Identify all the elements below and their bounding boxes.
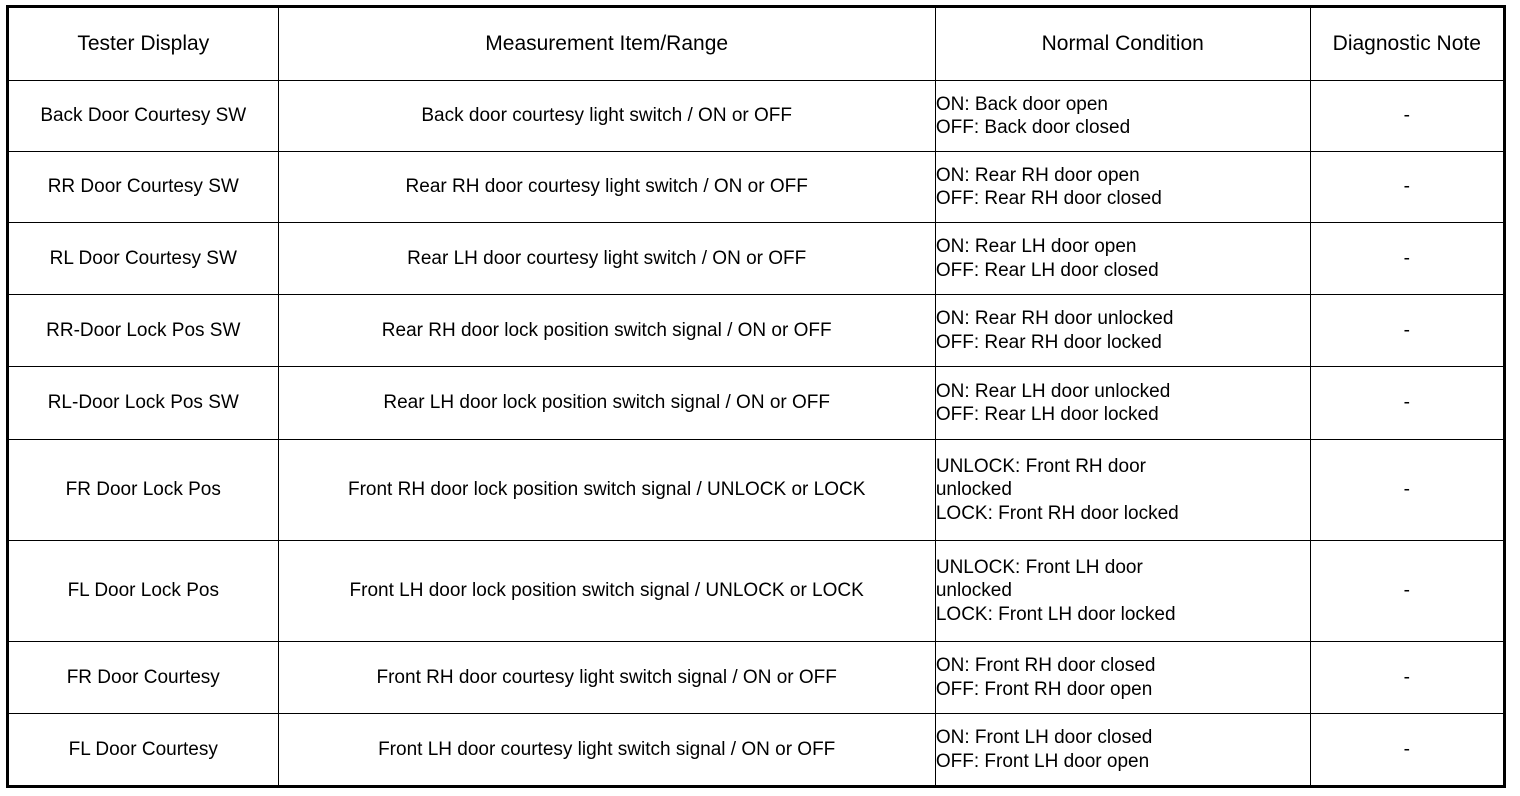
cell-diagnostic-note: - (1309, 713, 1506, 788)
cell-tester-display: RL Door Courtesy SW (7, 222, 279, 295)
cell-diagnostic-note: - (1309, 294, 1506, 367)
table-row: FL Door Courtesy Front LH door courtesy … (7, 713, 1506, 788)
cell-diagnostic-note: - (1309, 151, 1506, 223)
normal-condition-line: OFF: Rear LH door locked (935, 404, 1159, 425)
cell-tester-display: FL Door Courtesy (7, 713, 279, 788)
normal-condition-line: OFF: Rear RH door locked (935, 331, 1162, 353)
normal-condition-line: OFF: Front LH door open (935, 750, 1150, 772)
cell-normal-condition: ON: Rear RH door open OFF: Rear RH door … (934, 151, 1311, 223)
table-body: Back Door Courtesy SW Back door courtesy… (7, 80, 1506, 788)
normal-condition-line: LOCK: Front RH door locked (935, 502, 1179, 524)
data-list-table-container: Tester Display Measurement Item/Range No… (6, 5, 1506, 791)
normal-condition-line: ON: Rear RH door unlocked (935, 308, 1174, 330)
cell-measurement-item-range: Front RH door lock position switch signa… (277, 439, 936, 541)
table-row: RL-Door Lock Pos SW Rear LH door lock po… (7, 366, 1506, 440)
cell-tester-display: FR Door Courtesy (7, 641, 279, 714)
normal-condition-line: ON: Front RH door closed (935, 655, 1156, 677)
normal-condition-line: LOCK: Front LH door locked (935, 603, 1176, 625)
cell-normal-condition: ON: Front LH door closed OFF: Front LH d… (934, 713, 1311, 788)
cell-tester-display: FR Door Lock Pos (7, 439, 279, 541)
cell-normal-condition: ON: Rear LH door open OFF: Rear LH door … (934, 222, 1311, 295)
data-list-table: Tester Display Measurement Item/Range No… (6, 5, 1506, 788)
column-header-measurement-item-range: Measurement Item/Range (277, 6, 936, 81)
cell-normal-condition: UNLOCK: Front LH door unlocked LOCK: Fro… (934, 540, 1311, 642)
cell-diagnostic-note: - (1309, 222, 1506, 295)
table-row: FL Door Lock Pos Front LH door lock posi… (7, 540, 1506, 642)
normal-condition-line: OFF: Front RH door open (935, 678, 1153, 700)
normal-condition-line: unlocked (935, 580, 1012, 602)
normal-condition-line: OFF: Rear LH door closed (935, 259, 1159, 281)
table-row: FR Door Lock Pos Front RH door lock posi… (7, 439, 1506, 541)
normal-condition-line: ON: Rear LH door open (935, 236, 1137, 258)
table-header-row: Tester Display Measurement Item/Range No… (7, 6, 1506, 81)
cell-diagnostic-note: - (1309, 439, 1506, 541)
cell-diagnostic-note: - (1309, 80, 1506, 152)
cell-normal-condition: ON: Rear RH door unlocked OFF: Rear RH d… (934, 294, 1311, 367)
normal-condition-line: OFF: Back door closed (935, 117, 1131, 138)
cell-diagnostic-note: - (1309, 540, 1506, 642)
cell-measurement-item-range: Front LH door courtesy light switch sign… (277, 713, 936, 788)
normal-condition-line: UNLOCK: Front LH door (935, 557, 1143, 579)
cell-tester-display: RR Door Courtesy SW (7, 151, 279, 223)
normal-condition-line: ON: Rear RH door open (935, 164, 1140, 186)
normal-condition-line: unlocked (935, 479, 1012, 501)
cell-measurement-item-range: Front LH door lock position switch signa… (277, 540, 936, 642)
column-header-tester-display: Tester Display (7, 6, 279, 81)
normal-condition-line: ON: Back door open (935, 93, 1108, 115)
column-header-normal-condition: Normal Condition (934, 6, 1311, 81)
cell-measurement-item-range: Rear RH door courtesy light switch / ON … (277, 151, 936, 223)
normal-condition-line: ON: Rear LH door unlocked (935, 380, 1171, 402)
normal-condition-line: ON: Front LH door closed (935, 727, 1153, 749)
cell-measurement-item-range: Rear LH door courtesy light switch / ON … (277, 222, 936, 295)
cell-diagnostic-note: - (1309, 366, 1506, 440)
cell-normal-condition: ON: Rear LH door unlocked OFF: Rear LH d… (934, 366, 1311, 440)
cell-tester-display: Back Door Courtesy SW (7, 80, 279, 152)
table-row: RL Door Courtesy SW Rear LH door courtes… (7, 222, 1506, 295)
table-row: FR Door Courtesy Front RH door courtesy … (7, 641, 1506, 714)
cell-normal-condition: UNLOCK: Front RH door unlocked LOCK: Fro… (934, 439, 1311, 541)
cell-tester-display: RL-Door Lock Pos SW (7, 366, 279, 440)
column-header-diagnostic-note: Diagnostic Note (1309, 6, 1506, 81)
cell-measurement-item-range: Rear RH door lock position switch signal… (277, 294, 936, 367)
table-row: RR Door Courtesy SW Rear RH door courtes… (7, 151, 1506, 223)
cell-diagnostic-note: - (1309, 641, 1506, 714)
cell-normal-condition: ON: Front RH door closed OFF: Front RH d… (934, 641, 1311, 714)
cell-measurement-item-range: Back door courtesy light switch / ON or … (277, 80, 936, 152)
normal-condition-line: UNLOCK: Front RH door (935, 456, 1146, 478)
normal-condition-line: OFF: Rear RH door closed (935, 188, 1162, 209)
table-header: Tester Display Measurement Item/Range No… (7, 6, 1506, 81)
table-row: RR-Door Lock Pos SW Rear RH door lock po… (7, 294, 1506, 367)
cell-measurement-item-range: Rear LH door lock position switch signal… (277, 366, 936, 440)
cell-measurement-item-range: Front RH door courtesy light switch sign… (277, 641, 936, 714)
table-row: Back Door Courtesy SW Back door courtesy… (7, 80, 1506, 152)
cell-tester-display: FL Door Lock Pos (7, 540, 279, 642)
cell-tester-display: RR-Door Lock Pos SW (7, 294, 279, 367)
cell-normal-condition: ON: Back door open OFF: Back door closed (934, 80, 1311, 152)
